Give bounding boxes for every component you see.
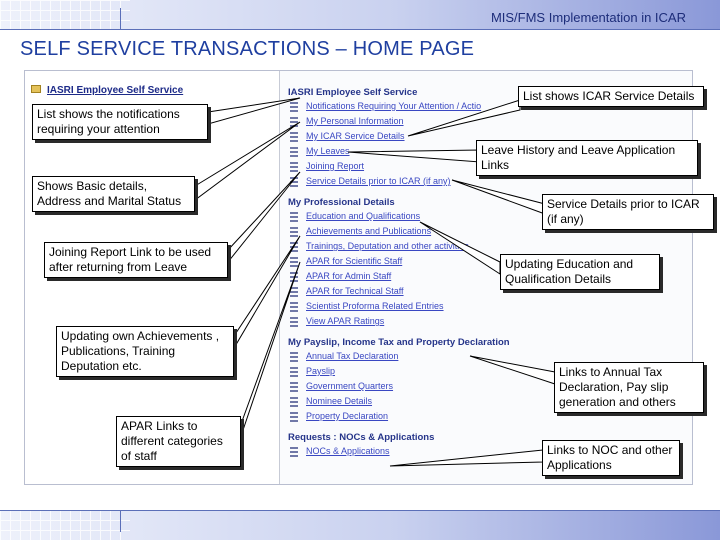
footer-bar — [0, 510, 720, 540]
list-icon — [290, 132, 298, 142]
menu-item-scientist-proforma[interactable]: Scientist Proforma Related Entries — [288, 301, 518, 316]
list-icon — [290, 447, 298, 457]
menu-item-view-apar-ratings[interactable]: View APAR Ratings — [288, 316, 518, 331]
header-rule — [0, 29, 720, 30]
callout-education: Updating Education and Qualification Det… — [500, 254, 660, 290]
callout-service-prior: Service Details prior to ICAR (if any) — [542, 194, 714, 230]
callout-apar: APAR Links to different categories of st… — [116, 416, 241, 467]
list-icon — [290, 317, 298, 327]
menu-item-annual-tax[interactable]: Annual Tax Declaration — [288, 351, 518, 366]
menu-item-service-prior-icar[interactable]: Service Details prior to ICAR (if any) — [288, 176, 518, 191]
footer-rule — [0, 510, 720, 511]
header-title: MIS/FMS Implementation in ICAR — [490, 10, 686, 25]
callout-icar-service: List shows ICAR Service Details — [518, 86, 704, 107]
list-icon — [290, 367, 298, 377]
menu-item-nominee-details[interactable]: Nominee Details — [288, 396, 518, 411]
menu-section-main: IASRI Employee Self Service — [288, 87, 418, 98]
menu-section-payslip: My Payslip, Income Tax and Property Decl… — [288, 337, 510, 348]
list-icon — [290, 302, 298, 312]
list-icon — [290, 147, 298, 157]
menu-item-apar-admin[interactable]: APAR for Admin Staff — [288, 271, 518, 286]
footer-divider — [120, 510, 121, 532]
list-icon — [290, 212, 298, 222]
menu-section-requests: Requests : NOCs & Applications — [288, 432, 435, 443]
menu-item-trainings[interactable]: Trainings, Deputation and other activiti… — [288, 241, 518, 256]
list-icon — [290, 257, 298, 267]
folder-icon — [31, 85, 41, 93]
menu-item-government-quarters[interactable]: Government Quarters — [288, 381, 518, 396]
callout-leave-history: Leave History and Leave Application Link… — [476, 140, 698, 176]
menu-item-education[interactable]: Education and Qualifications — [288, 211, 518, 226]
header-divider — [120, 8, 121, 30]
callout-annual-tax: Links to Annual Tax Declaration, Pay sli… — [554, 362, 704, 413]
callout-noc: Links to NOC and other Applications — [542, 440, 680, 476]
list-icon — [290, 382, 298, 392]
callout-notifications: List shows the notifications requiring y… — [32, 104, 208, 140]
tree-root-label: IASRI Employee Self Service — [47, 85, 184, 96]
menu-item-payslip[interactable]: Payslip — [288, 366, 518, 381]
tree-root-link[interactable]: IASRI Employee Self Service — [33, 85, 183, 96]
page-title: SELF SERVICE TRANSACTIONS – HOME PAGE — [20, 38, 475, 60]
menu-item-apar-scientific[interactable]: APAR for Scientific Staff — [288, 256, 518, 271]
footer-grid-pattern — [0, 510, 130, 540]
callout-achievements: Updating own Achievements , Publications… — [56, 326, 234, 377]
menu-item-personal-information[interactable]: My Personal Information — [288, 116, 518, 131]
list-icon — [290, 102, 298, 112]
menu-item-apar-technical[interactable]: APAR for Technical Staff — [288, 286, 518, 301]
callout-basic-details: Shows Basic details, Address and Marital… — [32, 176, 195, 212]
menu-item-property-declaration[interactable]: Property Declaration — [288, 411, 518, 426]
list-icon — [290, 287, 298, 297]
list-icon — [290, 227, 298, 237]
list-icon — [290, 177, 298, 187]
menu-item-achievements[interactable]: Achievements and Publications — [288, 226, 518, 241]
list-icon — [290, 117, 298, 127]
list-icon — [290, 272, 298, 282]
menu-item-nocs-applications[interactable]: NOCs & Applications — [288, 446, 518, 461]
list-icon — [290, 162, 298, 172]
callout-joining-report: Joining Report Link to be used after ret… — [44, 242, 228, 278]
menu-item-notifications[interactable]: Notifications Requiring Your Attention /… — [288, 101, 518, 116]
list-icon — [290, 412, 298, 422]
menu-section-professional: My Professional Details — [288, 197, 395, 208]
header-grid-pattern — [0, 0, 130, 30]
list-icon — [290, 397, 298, 407]
list-icon — [290, 242, 298, 252]
header-bar: MIS/FMS Implementation in ICAR — [0, 0, 720, 30]
list-icon — [290, 352, 298, 362]
